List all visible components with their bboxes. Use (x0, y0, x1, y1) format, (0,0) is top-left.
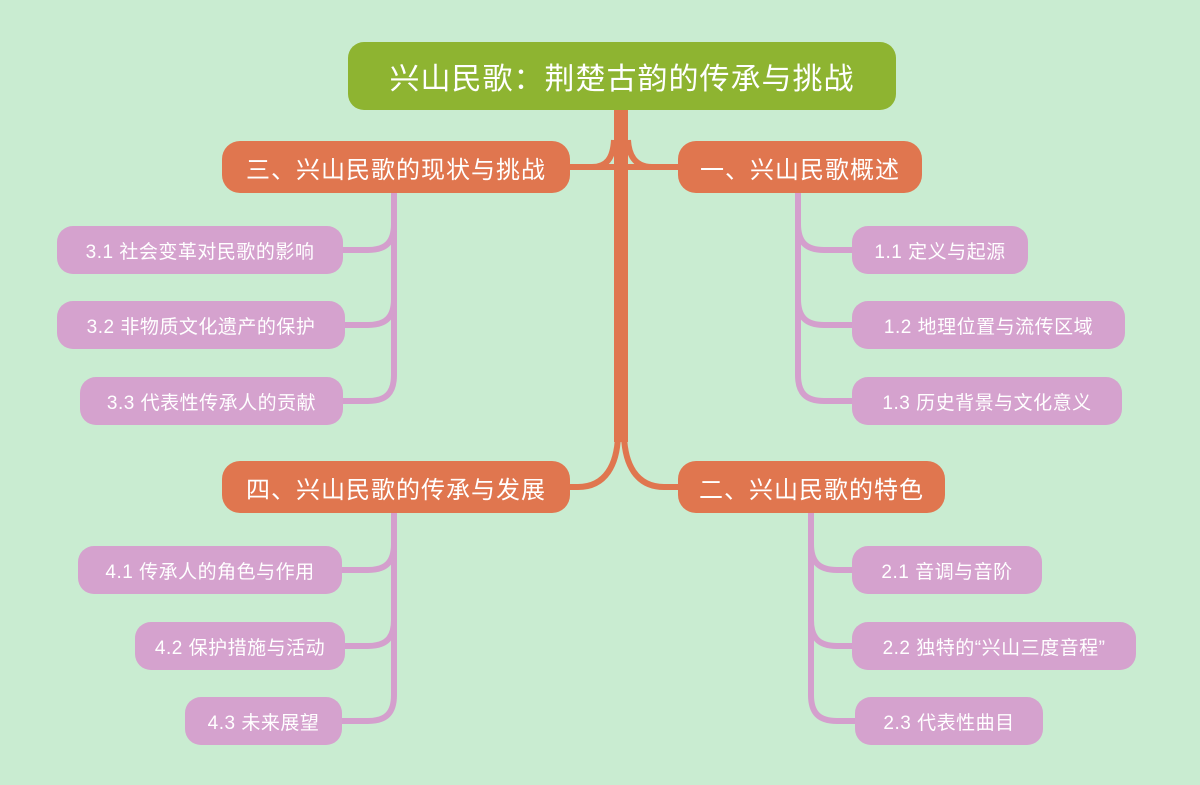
row2-link-left (567, 433, 621, 490)
child-node-2-2-label: 2.2 独特的“兴山三度音程” (882, 637, 1106, 659)
child-node-2-1-label: 2.1 音调与音阶 (881, 561, 1013, 583)
child-node-1-2[interactable]: 1.2 地理位置与流传区域 (852, 301, 1125, 349)
child-node-3-2[interactable]: 3.2 非物质文化遗产的保护 (57, 301, 345, 349)
child-node-1-2-label: 1.2 地理位置与流传区域 (883, 316, 1094, 338)
branch-node-1[interactable]: 一、兴山民歌概述 (678, 141, 922, 193)
branch1-child-link (795, 190, 857, 404)
branch-node-1-label: 一、兴山民歌概述 (700, 156, 900, 184)
branch3-child-link (338, 190, 397, 404)
branch4-child-link (340, 617, 397, 649)
branch-node-4[interactable]: 四、兴山民歌的传承与发展 (222, 461, 570, 513)
branch2-child-link (808, 617, 857, 649)
branch-node-2-label: 二、兴山民歌的特色 (699, 476, 924, 504)
child-node-4-3-label: 4.3 未来展望 (207, 712, 320, 734)
child-node-2-3-label: 2.3 代表性曲目 (883, 712, 1015, 734)
child-node-3-1[interactable]: 3.1 社会变革对民歌的影响 (57, 226, 343, 274)
branch-node-3[interactable]: 三、兴山民歌的现状与挑战 (222, 141, 570, 193)
child-node-1-3[interactable]: 1.3 历史背景与文化意义 (852, 377, 1122, 425)
child-node-4-3[interactable]: 4.3 未来展望 (185, 697, 342, 745)
child-node-2-3[interactable]: 2.3 代表性曲目 (855, 697, 1043, 745)
branch-node-2[interactable]: 二、兴山民歌的特色 (678, 461, 945, 513)
branch4-child-link (337, 541, 397, 573)
child-node-4-1-label: 4.1 传承人的角色与作用 (105, 561, 315, 583)
child-node-1-1[interactable]: 1.1 定义与起源 (852, 226, 1028, 274)
child-node-3-2-label: 3.2 非物质文化遗产的保护 (86, 316, 316, 338)
branch2-child-link (808, 541, 857, 573)
child-node-4-1[interactable]: 4.1 传承人的角色与作用 (78, 546, 342, 594)
branch3-child-link (338, 221, 397, 253)
child-node-1-1-label: 1.1 定义与起源 (874, 241, 1006, 263)
row1-fillet-left (591, 139, 617, 170)
child-node-3-1-label: 3.1 社会变革对民歌的影响 (85, 241, 315, 263)
child-node-1-3-label: 1.3 历史背景与文化意义 (882, 392, 1092, 414)
row2-link-right (621, 433, 681, 490)
child-node-4-2[interactable]: 4.2 保护措施与活动 (135, 622, 345, 670)
root-node-label: 兴山民歌：荆楚古韵的传承与挑战 (389, 63, 855, 96)
branch-node-3-label: 三、兴山民歌的现状与挑战 (246, 156, 546, 184)
child-node-3-3-label: 3.3 代表性传承人的贡献 (106, 392, 317, 414)
child-node-2-1[interactable]: 2.1 音调与音阶 (852, 546, 1042, 594)
branch-node-4-label: 四、兴山民歌的传承与发展 (246, 476, 546, 504)
row1-fillet-right (625, 139, 653, 170)
branch3-child-link (340, 296, 397, 328)
branch1-child-link (795, 221, 857, 253)
branch2-child-link (808, 510, 860, 724)
root-node[interactable]: 兴山民歌：荆楚古韵的传承与挑战 (348, 42, 896, 110)
child-node-2-2[interactable]: 2.2 独特的“兴山三度音程” (852, 622, 1136, 670)
branch1-child-link (795, 296, 857, 328)
child-node-4-2-label: 4.2 保护措施与活动 (154, 637, 326, 659)
child-node-3-3[interactable]: 3.3 代表性传承人的贡献 (80, 377, 343, 425)
branch4-child-link (337, 510, 397, 724)
